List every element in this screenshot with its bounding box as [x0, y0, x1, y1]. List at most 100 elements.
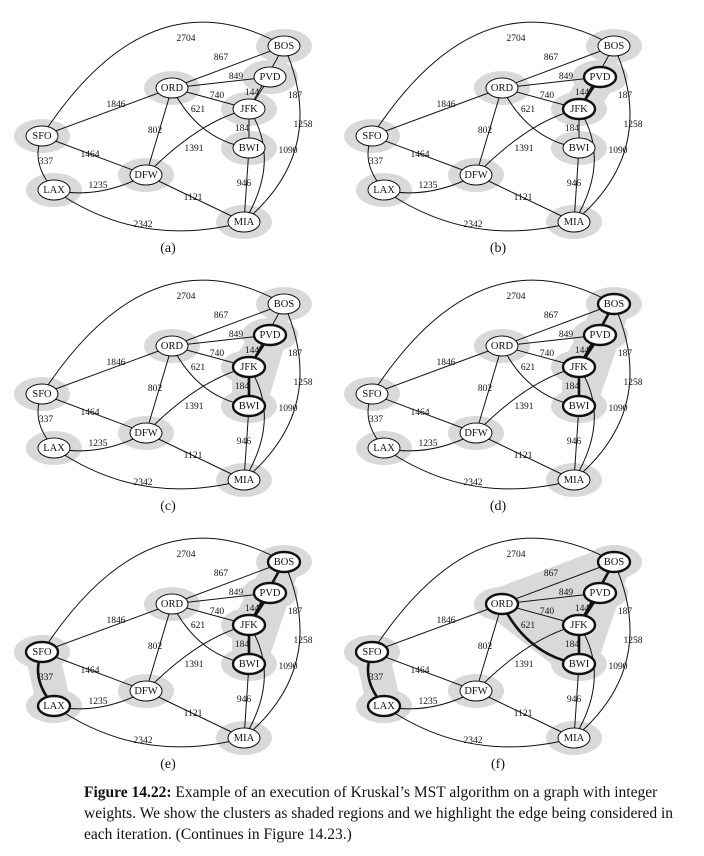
edge-sfo-bos	[371, 21, 615, 137]
node-sfo	[25, 125, 59, 147]
edge-weight: 2342	[134, 478, 153, 488]
edge-weight: 1846	[437, 616, 456, 626]
node-label: BOS	[274, 41, 295, 52]
edge-ord-bos	[171, 45, 285, 89]
node-label: JFK	[240, 620, 258, 631]
edge-jfk-mia	[573, 624, 595, 739]
node-pvd	[253, 66, 287, 88]
edge-weight: 740	[210, 607, 225, 617]
edge-weight: 1846	[437, 100, 456, 110]
node-label: MIA	[564, 475, 585, 486]
node-bos	[266, 550, 302, 574]
edge-weight: 1235	[89, 697, 108, 707]
node-lax	[367, 437, 401, 459]
node-dfw	[129, 164, 163, 186]
edge-weight: 1090	[609, 662, 628, 672]
node-pvd	[582, 323, 618, 347]
node-label: BOS	[604, 41, 625, 52]
node-bwi	[231, 652, 267, 676]
edge-weight: 867	[544, 569, 559, 579]
node-ord	[484, 592, 520, 616]
edge-weight: 867	[214, 53, 229, 63]
node-label: BWI	[239, 401, 260, 412]
node-mia	[227, 211, 261, 233]
edge-sfo-ord	[41, 87, 173, 137]
edge-dfw-mia	[475, 174, 575, 223]
node-label: PVD	[589, 588, 610, 599]
edge-sfo-bos	[371, 279, 615, 395]
edge-weight: 849	[229, 330, 244, 340]
edge-weight: 2704	[177, 292, 196, 302]
edge-bos-mia	[573, 45, 631, 223]
node-dfw	[129, 680, 163, 702]
edge-ord-bos	[171, 561, 285, 605]
edge-weight: 621	[521, 363, 536, 373]
edge-weight: 184	[235, 382, 250, 392]
node-jfk	[561, 613, 597, 637]
node-label: LAX	[373, 701, 395, 712]
edge-weight: 337	[39, 415, 54, 425]
node-label: BOS	[604, 299, 625, 310]
node-label: LAX	[43, 443, 65, 454]
node-label: LAX	[43, 701, 65, 712]
node-label: BWI	[569, 659, 590, 670]
node-bwi	[561, 394, 597, 418]
node-label: SFO	[362, 389, 382, 400]
edge-weight: 1464	[81, 666, 100, 676]
edge-bos-mia	[243, 45, 301, 223]
edge-weight: 184	[565, 124, 580, 134]
node-pvd	[252, 581, 288, 605]
node-label: JFK	[570, 362, 588, 373]
node-jfk	[561, 97, 597, 121]
edge-weight: 867	[214, 569, 229, 579]
node-label: BWI	[569, 401, 590, 412]
edge-weight: 184	[565, 382, 580, 392]
node-label: SFO	[32, 389, 52, 400]
edge-sfo-dfw	[41, 393, 147, 434]
edge-weight: 621	[521, 621, 536, 631]
node-label: JFK	[240, 104, 258, 115]
edge-bos-mia	[243, 303, 301, 481]
node-bos	[596, 292, 632, 316]
edge-jfk-mia	[243, 108, 265, 223]
node-jfk	[231, 355, 267, 379]
node-label: SFO	[362, 647, 382, 658]
edge-weight: 849	[559, 330, 574, 340]
edge-weight: 1464	[411, 666, 430, 676]
node-mia	[227, 727, 261, 749]
edge-weight: 1090	[279, 146, 298, 156]
node-label: MIA	[234, 475, 255, 486]
edge-sfo-bos	[41, 21, 285, 137]
edge-weight: 867	[544, 311, 559, 321]
edge-weight: 2342	[464, 478, 483, 488]
node-label: JFK	[570, 104, 588, 115]
edge-bos-mia	[573, 561, 631, 739]
edge-sfo-dfw	[41, 651, 147, 692]
edge-weight: 2704	[507, 34, 526, 44]
edge-weight: 1464	[81, 150, 100, 160]
edge-sfo-ord	[371, 603, 503, 653]
node-label: LAX	[43, 185, 65, 196]
edge-weight: 802	[148, 126, 163, 136]
edge-weight: 1090	[609, 146, 628, 156]
node-lax	[37, 437, 71, 459]
edge-weight: 2342	[464, 736, 483, 746]
edge-weight: 1090	[609, 404, 628, 414]
edge-lax-mia	[53, 447, 245, 490]
node-label: MIA	[564, 733, 585, 744]
node-label: ORD	[161, 341, 184, 352]
edge-bos-mia	[243, 561, 301, 739]
node-label: DFW	[464, 170, 487, 181]
node-label: BOS	[604, 557, 625, 568]
edge-weight: 1258	[294, 120, 313, 130]
node-label: DFW	[134, 170, 157, 181]
node-ord	[485, 77, 519, 99]
node-label: ORD	[491, 599, 514, 610]
edge-sfo-ord	[41, 345, 173, 395]
edge-weight: 337	[39, 157, 54, 167]
node-lax	[36, 694, 72, 718]
edge-weight: 1846	[107, 100, 126, 110]
node-lax	[367, 179, 401, 201]
